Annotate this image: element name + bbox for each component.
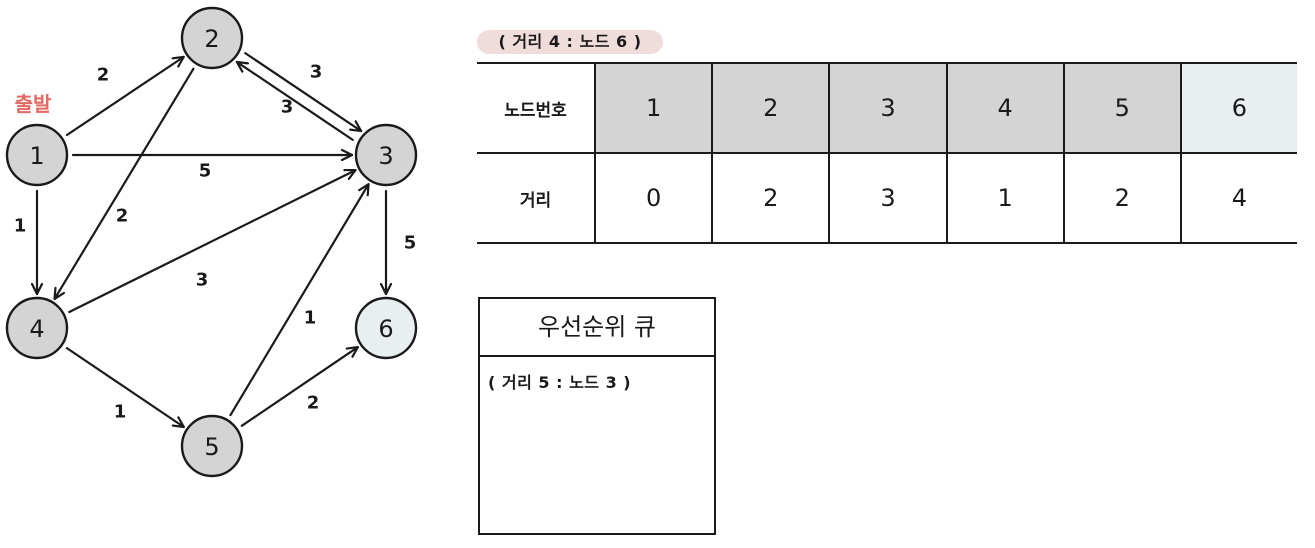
priority-queue-item: ( 거리 5 : 노드 3 ) [488, 373, 632, 392]
node-label-1: 1 [29, 142, 44, 170]
node-1 [5, 123, 69, 187]
node-label-3: 3 [378, 142, 393, 170]
edge-2-to-3 [244, 52, 363, 133]
node-number-cell: 3 [828, 62, 947, 153]
node-number-cell: 1 [594, 62, 713, 153]
node-number-row: 노드번호 1 2 3 4 5 6 [477, 62, 1297, 153]
edge-weight-3-to-6: 5 [404, 233, 417, 254]
node-number-cell-current: 6 [1179, 62, 1297, 153]
edge-weight-2-to-4: 2 [116, 206, 129, 227]
distance-table: 노드번호 1 2 3 4 5 6 거리 0 2 3 1 2 4 [477, 62, 1297, 244]
edge-2-to-4 [53, 67, 195, 300]
node-label-4: 4 [29, 315, 44, 343]
edge-4-to-3 [68, 170, 357, 314]
edge-weight-5-to-6: 2 [307, 393, 320, 414]
distance-cell: 0 [594, 152, 713, 244]
current-node-tag: ( 거리 4 : 노드 6 ) [477, 30, 663, 54]
edge-5-to-6 [240, 345, 359, 427]
distance-header: 거리 [477, 152, 596, 244]
distance-cell: 4 [1179, 152, 1297, 244]
priority-queue-box: 우선순위 큐 ( 거리 5 : 노드 3 ) [478, 297, 716, 535]
node-number-cell: 2 [711, 62, 830, 153]
node-5 [180, 414, 244, 478]
node-number-cell: 4 [945, 62, 1064, 153]
node-label-2: 2 [204, 25, 219, 53]
edge-weight-5-to-3: 1 [304, 308, 317, 329]
edge-weight-3-to-2: 3 [281, 97, 294, 118]
node-6 [354, 296, 418, 360]
distance-cell: 2 [711, 152, 830, 244]
start-label: 출발 [15, 92, 52, 116]
priority-queue-title: 우선순위 큐 [480, 299, 714, 357]
node-2 [180, 6, 244, 70]
node-label-6: 6 [378, 315, 393, 343]
edge-weight-4-to-3: 3 [196, 270, 209, 291]
edge-1-to-2 [65, 55, 185, 137]
distance-cell: 1 [945, 152, 1064, 244]
edge-3-to-2 [235, 60, 354, 141]
edge-weight-2-to-3: 3 [310, 62, 323, 83]
node-number-cell: 5 [1062, 62, 1181, 153]
distance-cell: 2 [1062, 152, 1181, 244]
edge-weight-1-to-2: 2 [97, 65, 110, 86]
node-3 [354, 123, 418, 187]
edge-5-to-3 [229, 183, 370, 417]
edge-weight-1-to-3: 5 [199, 161, 212, 182]
edge-weight-1-to-4: 1 [14, 216, 27, 237]
node-label-5: 5 [204, 433, 219, 461]
distance-row: 거리 0 2 3 1 2 4 [477, 152, 1297, 244]
distance-cell: 3 [828, 152, 947, 244]
node-4 [5, 296, 69, 360]
edge-weight-4-to-5: 1 [114, 402, 127, 423]
edge-4-to-5 [65, 347, 185, 429]
node-number-header: 노드번호 [477, 62, 596, 153]
